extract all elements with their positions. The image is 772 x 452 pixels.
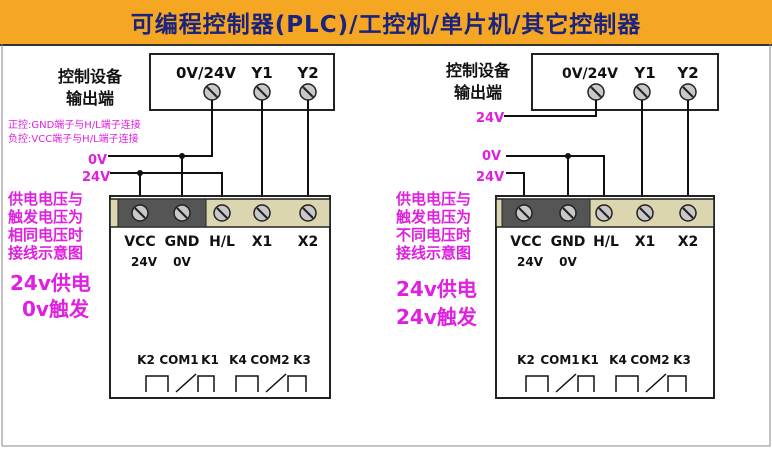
left-big-label-2: 0v触发 <box>22 297 90 321</box>
right-relay-contacts <box>525 373 687 393</box>
wiring-diagrams-svg: 控制设备 输出端 0V/24V Y1 Y2 正控:GND端子与H/L端子连接 负… <box>1 44 771 447</box>
left-term-x1: X1 <box>252 234 273 250</box>
left-device-label-1: 控制设备 <box>58 67 123 86</box>
left-note-2: 负控:VCC端子与H/L端子连接 <box>8 132 139 145</box>
left-term-x2: X2 <box>298 234 319 250</box>
right-24v-label: 24V <box>476 170 504 185</box>
right-big-label-1: 24v供电 <box>396 277 477 301</box>
right-device-label-1: 控制设备 <box>446 61 511 80</box>
left-relay-k2: K2 <box>137 353 155 367</box>
left-note-1: 正控:GND端子与H/L端子连接 <box>8 118 141 131</box>
right-desc-4: 接线示意图 <box>396 244 471 262</box>
right-term-x2: X2 <box>678 234 699 250</box>
page-title: 可编程控制器(PLC)/工控机/单片机/其它控制器 <box>130 12 642 38</box>
right-desc-3: 不同电压时 <box>396 226 471 244</box>
wiring-canvas: 控制设备 输出端 0V/24V Y1 Y2 正控:GND端子与H/L端子连接 负… <box>0 44 772 448</box>
left-desc-4: 接线示意图 <box>8 244 83 262</box>
right-control-device-box <box>531 53 719 111</box>
left-out-screw-1 <box>203 83 221 101</box>
right-power-block <box>501 198 591 228</box>
left-relay-contacts <box>145 373 307 393</box>
right-out-term-y1: Y1 <box>633 64 655 82</box>
right-relay-k3: K3 <box>673 353 691 367</box>
right-screw-x1 <box>636 204 654 222</box>
right-relay-com1: COM1 <box>540 353 579 367</box>
right-out-term-0v24v: 0V/24V <box>562 66 618 82</box>
left-power-block <box>117 198 207 228</box>
left-screw-hl <box>213 204 231 222</box>
left-term-vcc: VCC <box>124 234 155 250</box>
right-module-body <box>495 195 715 399</box>
right-term-hl: H/L <box>593 234 619 250</box>
left-sub-gnd: 0V <box>173 255 191 269</box>
left-module-body <box>109 195 331 399</box>
left-control-device-box <box>149 53 335 111</box>
right-relay-com2: COM2 <box>630 353 669 367</box>
title-banner: 可编程控制器(PLC)/工控机/单片机/其它控制器 <box>0 0 772 46</box>
left-desc-3: 相同电压时 <box>8 226 83 244</box>
right-screw-x2 <box>679 204 697 222</box>
left-screw-vcc <box>131 204 149 222</box>
left-device-label-2: 输出端 <box>66 89 114 108</box>
left-0v-label: 0V <box>88 153 107 168</box>
left-out-screw-3 <box>299 83 317 101</box>
right-out-screw-2 <box>633 83 651 101</box>
left-diagram: 控制设备 输出端 0V/24V Y1 Y2 正控:GND端子与H/L端子连接 负… <box>7 53 335 399</box>
right-term-x1: X1 <box>635 234 656 250</box>
right-term-vcc: VCC <box>510 234 541 250</box>
right-desc-1: 供电电压与 <box>395 190 471 208</box>
right-big-label-2: 24v触发 <box>396 305 478 329</box>
right-device-label-2: 输出端 <box>454 83 502 102</box>
right-sub-vcc: 24V <box>517 255 544 269</box>
left-out-screw-2 <box>253 83 271 101</box>
right-screw-hl <box>595 204 613 222</box>
right-desc-2: 触发电压为 <box>396 208 471 226</box>
left-out-term-y2: Y2 <box>296 64 318 82</box>
left-relay-k1: K1 <box>201 353 219 367</box>
right-term-gnd: GND <box>551 234 586 250</box>
left-desc-1: 供电电压与 <box>7 190 83 208</box>
left-relay-com2: COM2 <box>250 353 289 367</box>
left-term-hl: H/L <box>209 234 235 250</box>
right-relay-k1: K1 <box>581 353 599 367</box>
right-sub-gnd: 0V <box>559 255 577 269</box>
left-term-gnd: GND <box>165 234 200 250</box>
left-relay-k3: K3 <box>293 353 311 367</box>
right-24v-top-label: 24V <box>476 111 504 126</box>
right-out-screw-3 <box>679 83 697 101</box>
left-sub-vcc: 24V <box>131 255 158 269</box>
right-screw-vcc <box>515 204 533 222</box>
right-screw-gnd <box>559 204 577 222</box>
right-out-term-y2: Y2 <box>676 64 698 82</box>
right-0v-label: 0V <box>482 149 501 164</box>
left-screw-x2 <box>299 204 317 222</box>
left-out-term-y1: Y1 <box>250 64 272 82</box>
left-desc-2: 触发电压为 <box>8 208 83 226</box>
left-relay-com1: COM1 <box>159 353 198 367</box>
right-diagram: 控制设备 输出端 0V/24V Y1 Y2 24V 0V 24V <box>395 53 719 399</box>
left-big-label-1: 24v供电 <box>10 271 91 295</box>
right-relay-k2: K2 <box>517 353 535 367</box>
left-24v-label: 24V <box>82 170 110 185</box>
left-screw-x1 <box>253 204 271 222</box>
left-out-term-0v24v: 0V/24V <box>176 64 236 82</box>
right-relay-k4: K4 <box>609 353 627 367</box>
left-screw-gnd <box>173 204 191 222</box>
right-out-screw-1 <box>587 83 605 101</box>
left-relay-k4: K4 <box>229 353 247 367</box>
